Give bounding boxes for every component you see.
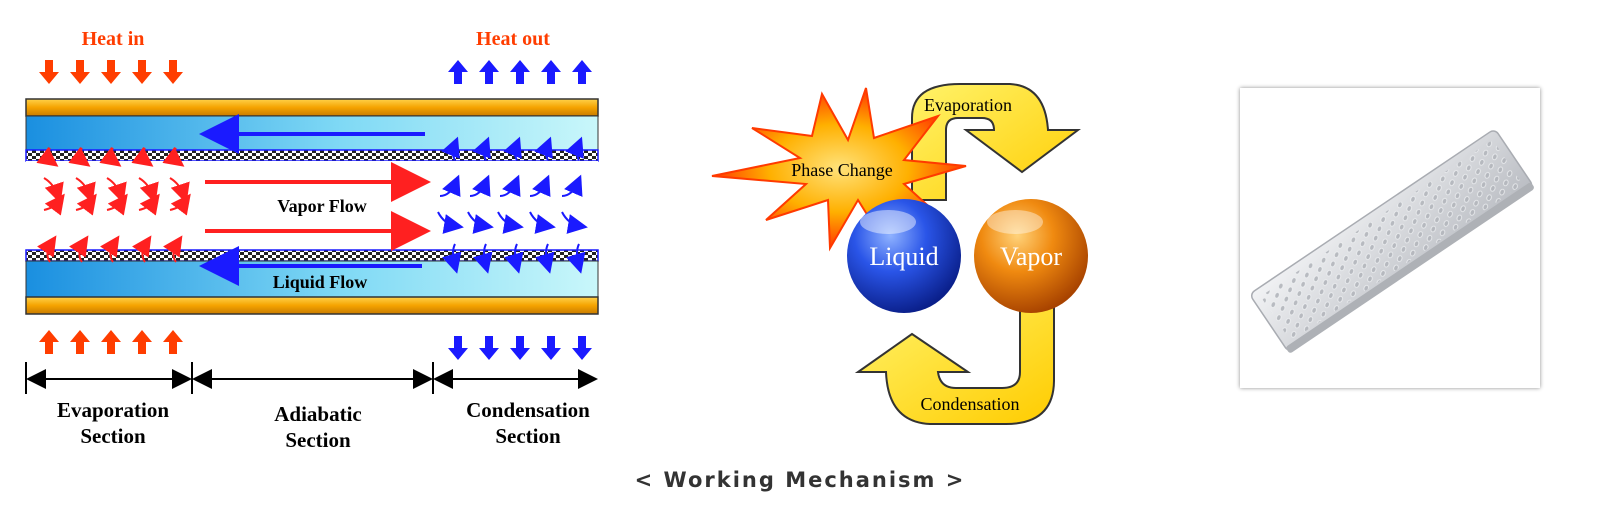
section-label-evaporation-l1: Evaporation <box>57 398 169 422</box>
liquid-label: Liquid <box>869 242 938 271</box>
section-label-adiabatic-l2: Section <box>285 428 351 452</box>
pipe-wall-top <box>25 98 599 117</box>
section-label-condensation-l1: Condensation <box>466 398 590 422</box>
section-label-evaporation-l2: Section <box>80 424 146 448</box>
section-dimension-lines <box>25 362 598 394</box>
condenser-heat-arrows <box>448 336 592 360</box>
heat-in-label: Heat in <box>82 28 145 50</box>
evaporation-squiggles <box>36 146 191 263</box>
figure-caption: < Working Mechanism > <box>634 468 966 492</box>
heat-pipe-diagram: Heat in Heat out <box>25 28 599 452</box>
condensation-squiggles <box>437 136 588 274</box>
liquid-flow-label: Liquid Flow <box>273 272 368 292</box>
phase-change-label: Phase Change <box>791 160 892 180</box>
vapor-flow-label: Vapor Flow <box>277 196 367 216</box>
heat-out-arrows <box>448 60 592 84</box>
evaporation-label: Evaporation <box>924 95 1012 115</box>
section-label-condensation-l2: Section <box>495 424 561 448</box>
vapor-chamber-photo <box>1240 88 1540 388</box>
pipe-wall-bottom <box>25 296 599 315</box>
vapor-ball <box>974 199 1088 313</box>
liquid-ball <box>847 199 961 313</box>
evaporation-arrow <box>911 83 1081 201</box>
heat-in-arrows <box>39 60 183 84</box>
condensation-label: Condensation <box>921 394 1020 414</box>
heat-out-label: Heat out <box>476 28 550 50</box>
evaporator-heat-arrows <box>39 330 183 354</box>
condensation-arrow <box>854 299 1055 425</box>
section-label-adiabatic-l1: Adiabatic <box>274 402 362 426</box>
vapor-label: Vapor <box>1000 242 1062 271</box>
phase-change-cycle: Evaporation Condensation Phase Change Li… <box>711 83 1088 425</box>
vapor-chamber-image <box>1250 130 1534 353</box>
